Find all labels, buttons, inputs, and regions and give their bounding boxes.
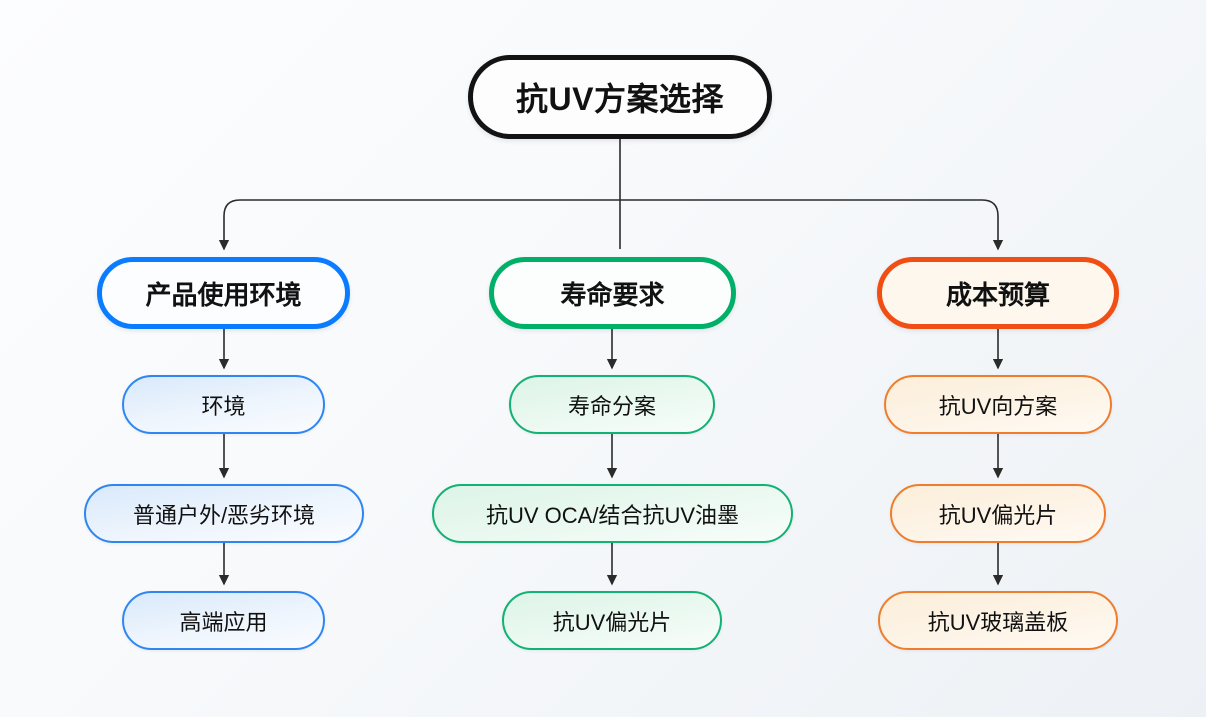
node-lifetime-step-1[interactable]: 寿命分案 bbox=[509, 375, 715, 434]
node-environment-step-1[interactable]: 环境 bbox=[122, 375, 325, 434]
node-environment-step-2[interactable]: 普通户外/恶劣环境 bbox=[84, 484, 364, 543]
node-environment-step-3[interactable]: 高端应用 bbox=[122, 591, 325, 650]
branch-header-environment[interactable]: 产品使用环境 bbox=[97, 257, 350, 329]
root-node[interactable]: 抗UV方案选择 bbox=[468, 55, 772, 139]
node-lifetime-step-3[interactable]: 抗UV偏光片 bbox=[502, 591, 722, 650]
node-cost-step-1[interactable]: 抗UV向方案 bbox=[884, 375, 1112, 434]
branch-header-lifetime[interactable]: 寿命要求 bbox=[489, 257, 736, 329]
branch-header-cost[interactable]: 成本预算 bbox=[877, 257, 1119, 329]
node-lifetime-step-2[interactable]: 抗UV OCA/结合抗UV油墨 bbox=[432, 484, 793, 543]
edge-root-to-environment bbox=[218, 199, 620, 251]
edge-root-to-cost bbox=[620, 199, 1004, 251]
node-cost-step-2[interactable]: 抗UV偏光片 bbox=[890, 484, 1106, 543]
node-cost-step-3[interactable]: 抗UV玻璃盖板 bbox=[878, 591, 1118, 650]
